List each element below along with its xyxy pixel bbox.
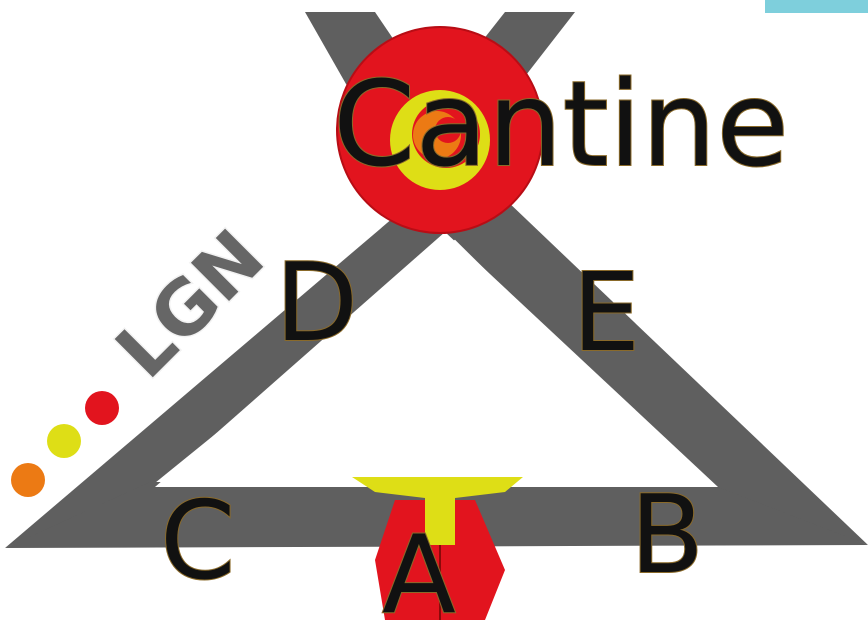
base-stand xyxy=(352,477,523,620)
label-b: B xyxy=(630,473,704,598)
label-c: C xyxy=(160,479,235,604)
label-a: A xyxy=(382,513,456,620)
cantine-circle xyxy=(336,26,544,234)
brand-dots xyxy=(11,391,119,497)
label-d: D xyxy=(275,241,358,366)
label-e: E xyxy=(572,251,640,376)
inner-triangle xyxy=(155,232,718,487)
title-text: Cantine xyxy=(333,55,789,193)
accent-bar xyxy=(765,0,868,13)
